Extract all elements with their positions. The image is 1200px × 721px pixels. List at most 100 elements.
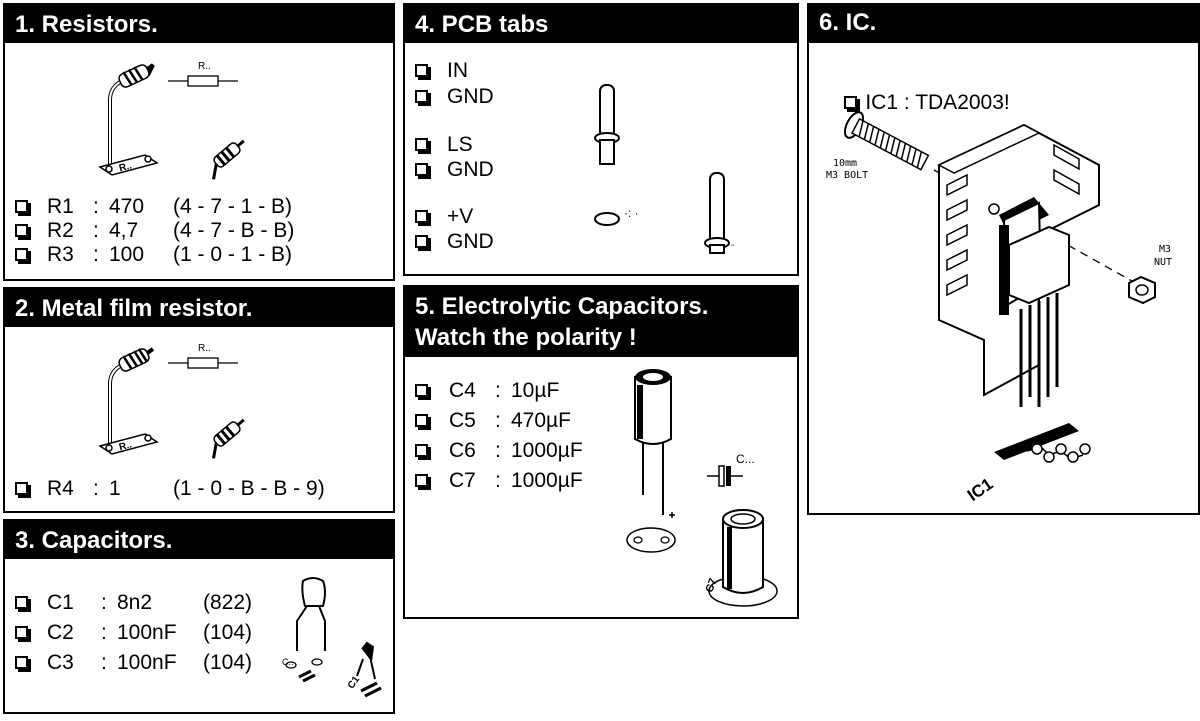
panel-title: 4. PCB tabs — [405, 5, 797, 43]
list-item: IN — [415, 59, 785, 83]
schematic-label: R.. — [198, 61, 211, 72]
part-value: 8n2 — [117, 591, 153, 614]
pcb-label: C1 — [346, 674, 363, 691]
panel-title: 5. Electrolytic Capacitors. Watch the po… — [405, 287, 797, 357]
part-value: 10µF — [511, 379, 560, 402]
pcb-tab-illustration: ·: · - — [594, 84, 734, 254]
part-value: 100nF — [117, 651, 177, 674]
checkbox[interactable] — [15, 596, 31, 612]
checkbox[interactable] — [844, 96, 861, 112]
list-item: C4:10µF — [415, 379, 785, 403]
electrolytic-capacitor-illustration: C... C7 — [626, 369, 778, 607]
checkbox[interactable] — [415, 163, 431, 179]
panel-capacitors: 3. Capacitors. C.. C1 C1:8n2(822)C2:100n… — [3, 519, 395, 714]
panel-title: 3. Capacitors. — [5, 521, 393, 559]
separator: : — [495, 379, 501, 402]
pcb-label: C7 — [704, 577, 720, 594]
list-item: C7:1000µF — [415, 469, 785, 493]
tab-label: GND — [447, 85, 494, 108]
checkbox[interactable] — [415, 210, 431, 226]
list-item: C1:8n2(822) — [15, 591, 385, 615]
checkbox[interactable] — [415, 64, 431, 80]
part-name: C6 — [449, 439, 476, 462]
list-item: R2:4,7 (4 - 7 - B - B) — [15, 219, 385, 243]
part-name: R3 — [47, 243, 74, 266]
nut-label-1: M3 — [1159, 244, 1171, 255]
list-item: C2:100nF(104) — [15, 621, 385, 645]
list-item: GND — [415, 158, 785, 182]
separator: : — [495, 469, 501, 492]
svg-text:·: ·: ·: · — [624, 206, 639, 220]
tab-label: GND — [447, 158, 494, 181]
separator: : — [93, 243, 99, 266]
list-item: R4:1(1 - 0 - B - B - 9) — [15, 477, 385, 501]
list-item: +V — [415, 205, 785, 229]
color-code: (4 - 7 - 1 - B) — [173, 195, 293, 218]
part-name: C3 — [47, 651, 74, 674]
checkbox[interactable] — [415, 138, 431, 154]
panel-electrolytic-capacitors: 5. Electrolytic Capacitors. Watch the po… — [403, 285, 799, 619]
tab-label: LS — [447, 133, 473, 156]
capacitor-illustration: C.. C1 — [282, 577, 382, 698]
part-name: C5 — [449, 409, 476, 432]
part-value: 1 — [109, 477, 121, 500]
marking-code: (104) — [203, 651, 253, 674]
resistor-illustration: R.. R.. — [98, 343, 245, 459]
checkbox[interactable] — [15, 200, 31, 216]
checkbox[interactable] — [15, 656, 31, 672]
checkbox[interactable] — [15, 482, 31, 498]
part-name: R1 — [47, 195, 74, 218]
list-item: R3:100(1 - 0 - 1 - B) — [15, 243, 385, 267]
pcb-label: C.. — [282, 657, 294, 667]
checkbox[interactable] — [415, 474, 431, 490]
part-name: R4 — [47, 477, 74, 500]
part-value: TDA2003! — [915, 91, 1010, 114]
marking-code: (104) — [203, 621, 253, 644]
bolt-label-1: 10mm — [833, 158, 857, 169]
panel-title-line-2: Watch the polarity ! — [415, 324, 637, 351]
part-name: IC1 — [865, 91, 899, 114]
color-code: (4 - 7 - B - B) — [173, 219, 295, 242]
panel-title-line-1: 5. Electrolytic Capacitors. — [415, 293, 709, 320]
panel-ic: 6. IC. IC1 : TDA2003! 10mm M3 BOLT M3 — [807, 3, 1200, 515]
list-item: GND — [415, 230, 785, 254]
part-value: 4,7 — [109, 219, 139, 242]
panel-title: 1. Resistors. — [5, 5, 393, 43]
separator: : — [101, 621, 107, 644]
pcb-label: IC1 — [964, 474, 997, 505]
checkbox[interactable] — [15, 224, 31, 240]
panel-resistors: 1. Resistors. R.. R.. R1:470(4 - 7 - 1 -… — [3, 3, 395, 281]
checkbox[interactable] — [415, 90, 431, 106]
ic-row: IC1 : TDA2003! — [821, 67, 1010, 139]
nut-label-2: NUT — [1154, 257, 1172, 268]
part-name: C7 — [449, 469, 476, 492]
ic-heatsink-illustration: 10mm M3 BOLT M3 NUT IC1 — [826, 111, 1172, 505]
checkbox[interactable] — [415, 384, 431, 400]
part-value: 1000µF — [511, 469, 583, 492]
tab-label: +V — [447, 205, 474, 228]
part-value: 470µF — [511, 409, 571, 432]
svg-text:-: - — [731, 240, 734, 251]
resistor-illustration: R.. R.. — [98, 61, 245, 180]
checkbox[interactable] — [15, 248, 31, 264]
panel-title: 2. Metal film resistor. — [5, 289, 393, 327]
separator: : — [101, 651, 107, 674]
tab-label: IN — [447, 59, 468, 82]
marking-code: (822) — [203, 591, 253, 614]
part-name: R2 — [47, 219, 74, 242]
checkbox[interactable] — [15, 626, 31, 642]
checkbox[interactable] — [415, 444, 431, 460]
separator: : — [903, 91, 910, 114]
checkbox[interactable] — [415, 235, 431, 251]
color-code: (1 - 0 - 1 - B) — [173, 243, 293, 266]
part-name: C2 — [47, 621, 74, 644]
pcb-label: R.. — [118, 439, 133, 453]
list-item: R1:470(4 - 7 - 1 - B) — [15, 195, 385, 219]
color-code: (1 - 0 - B - B - 9) — [173, 477, 325, 500]
checkbox[interactable] — [415, 414, 431, 430]
separator: : — [93, 219, 99, 242]
pcb-label: R.. — [118, 160, 133, 174]
schematic-label: R.. — [198, 343, 211, 354]
list-item: C5:470µF — [415, 409, 785, 433]
bolt-label-2: M3 BOLT — [826, 170, 868, 181]
